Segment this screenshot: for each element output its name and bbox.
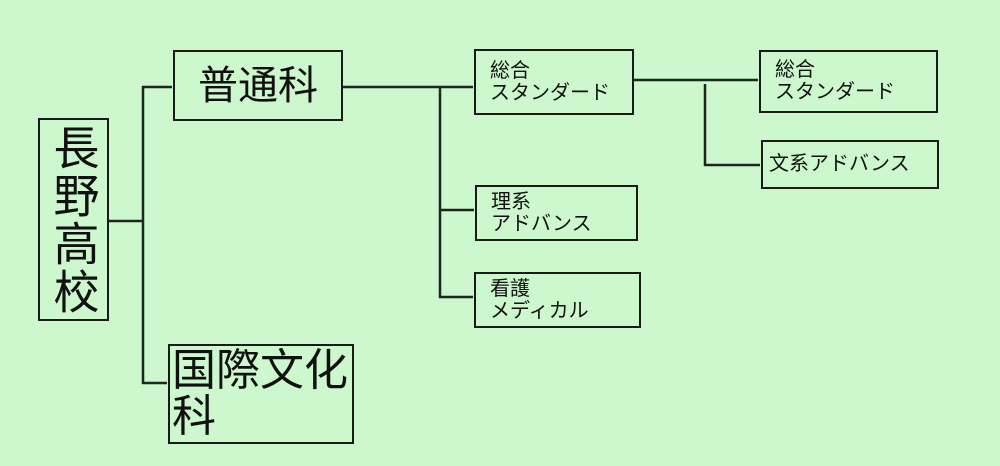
node-label-line2: スタンダード xyxy=(490,80,610,104)
node-label: 長野高校 xyxy=(46,123,101,316)
node-general-standard-sub: 総合 スタンダード xyxy=(759,50,938,113)
node-international-culture-course: 国際文化 科 xyxy=(168,344,354,444)
node-nagano-high-school: 長野高校 xyxy=(38,118,109,321)
node-humanities-advance: 文系アドバンス xyxy=(761,140,939,189)
node-label-line2: アドバンス xyxy=(491,211,592,235)
node-label-line1: 国際文化 xyxy=(172,345,348,396)
node-label-line2: スタンダード xyxy=(775,79,895,103)
node-label-line1: 総合 xyxy=(490,58,530,82)
node-nursing-medical: 看護 メディカル xyxy=(474,272,641,328)
node-label-line1: 看護 xyxy=(490,276,530,300)
node-label-line2: メディカル xyxy=(490,298,589,322)
node-label: 文系アドバンス xyxy=(769,151,910,175)
node-science-advance: 理系 アドバンス xyxy=(475,185,638,241)
node-label: 普通科 xyxy=(198,62,318,109)
node-label-line1: 理系 xyxy=(491,189,531,213)
node-label-line2: 科 xyxy=(172,391,216,443)
node-general-standard: 総合 スタンダード xyxy=(474,49,634,115)
node-label-line1: 総合 xyxy=(775,57,815,81)
node-general-course: 普通科 xyxy=(173,50,343,121)
